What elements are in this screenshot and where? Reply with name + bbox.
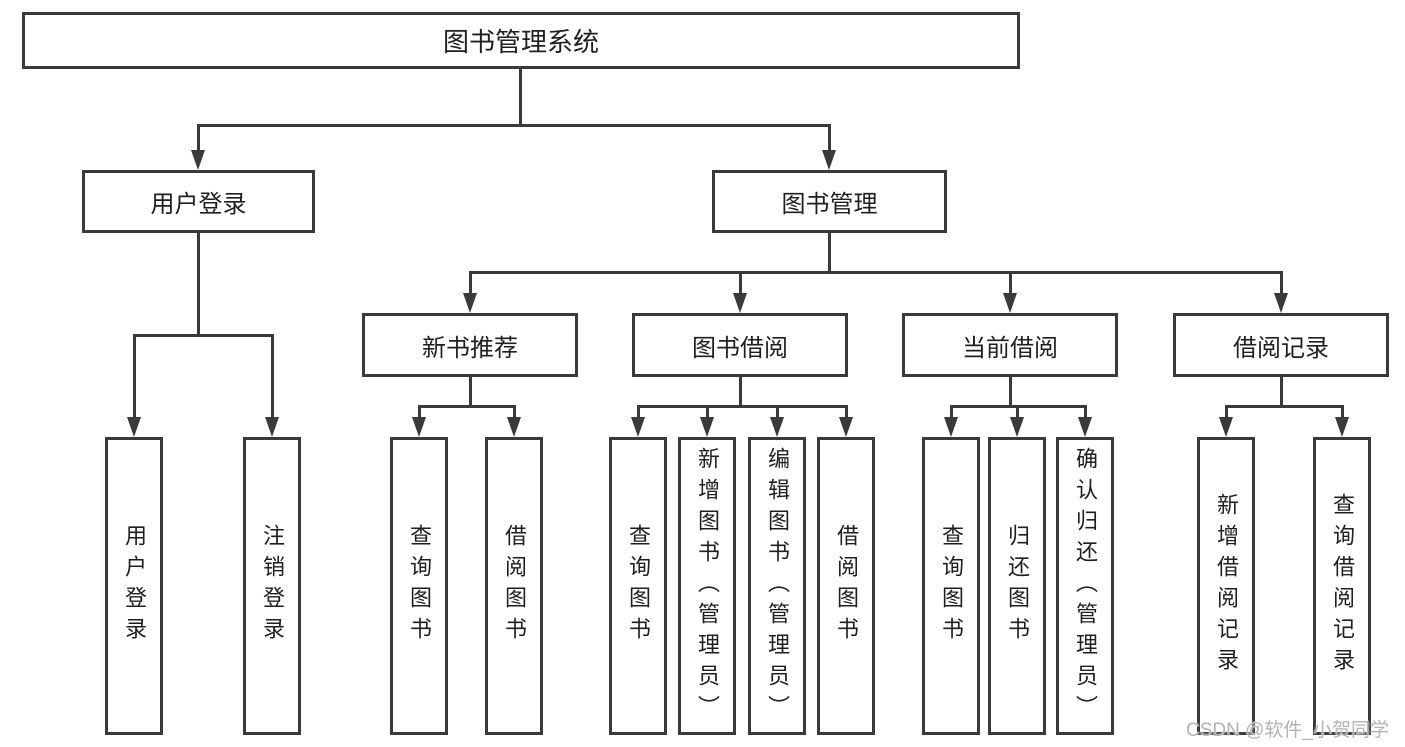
connector-drop-query-books-recommend bbox=[418, 405, 421, 420]
arrowhead-leaf-logout bbox=[265, 417, 279, 437]
leaf-query-books-current: 查询图书 bbox=[922, 437, 980, 735]
leaf-user-login: 用户登录 bbox=[105, 437, 163, 735]
arrowhead-user-login bbox=[191, 150, 205, 170]
connector-user-login-stem bbox=[197, 231, 200, 337]
connector-book-management-stem bbox=[828, 231, 831, 274]
leaf-add-books-admin-label: 新增图书（管理员） bbox=[695, 446, 720, 726]
leaf-borrow-books-recommend-label: 借阅图书 bbox=[502, 524, 527, 648]
connector-drop-leaf-logout bbox=[271, 334, 274, 420]
connector-root-stem bbox=[519, 67, 522, 127]
arrowhead-borrow-records bbox=[1274, 293, 1288, 313]
connector-level3-bar bbox=[469, 271, 1283, 274]
connector-drop-confirm-return bbox=[1084, 405, 1087, 420]
leaf-borrow-books-recommend: 借阅图书 bbox=[485, 437, 543, 735]
arrowhead-query-books-recommend bbox=[412, 417, 426, 437]
node-root-label: 图书管理系统 bbox=[442, 27, 599, 57]
connector-level2-bar bbox=[197, 124, 831, 127]
arrowhead-book-borrow bbox=[733, 293, 747, 313]
arrowhead-query-borrow-record bbox=[1335, 417, 1349, 437]
arrowhead-add-books-admin bbox=[700, 417, 714, 437]
arrowhead-query-books-current bbox=[944, 417, 958, 437]
leaf-query-books-recommend-label: 查询图书 bbox=[407, 524, 432, 648]
leaf-return-books-label: 归还图书 bbox=[1005, 524, 1030, 648]
connector-drop-current-borrow bbox=[1009, 271, 1012, 297]
node-user-login: 用户登录 bbox=[82, 170, 315, 233]
connector-drop-borrow-records bbox=[1280, 271, 1283, 297]
leaf-confirm-return-admin: 确认归还（管理员） bbox=[1056, 437, 1114, 735]
connector-drop-new-book-recommend bbox=[469, 271, 472, 297]
node-book-borrow: 图书借阅 bbox=[632, 313, 848, 377]
arrowhead-book-management bbox=[822, 150, 836, 170]
leaf-query-books-current-label: 查询图书 bbox=[939, 524, 964, 648]
csdn-watermark: CSDN @软件_小贺同学 bbox=[1186, 720, 1389, 741]
connector-book-borrow-stem bbox=[739, 375, 742, 408]
leaf-confirm-return-admin-label: 确认归还（管理员） bbox=[1073, 446, 1098, 726]
arrowhead-leaf-user-login bbox=[127, 417, 141, 437]
leaf-query-books-borrow: 查询图书 bbox=[609, 437, 667, 735]
arrowhead-edit-books-admin bbox=[770, 417, 784, 437]
connector-drop-query-books-current bbox=[950, 405, 953, 420]
leaf-query-borrow-record: 查询借阅记录 bbox=[1313, 437, 1371, 735]
connector-drop-borrow-books-recommend bbox=[513, 405, 516, 420]
leaf-edit-books-admin-label: 编辑图书（管理员） bbox=[765, 446, 790, 726]
connector-drop-add-borrow-record bbox=[1225, 405, 1228, 420]
leaf-add-books-admin: 新增图书（管理员） bbox=[678, 437, 736, 735]
leaf-query-books-recommend: 查询图书 bbox=[390, 437, 448, 735]
connector-drop-book-borrow bbox=[739, 271, 742, 297]
node-root: 图书管理系统 bbox=[22, 12, 1020, 69]
leaf-query-borrow-record-label: 查询借阅记录 bbox=[1330, 493, 1355, 679]
leaf-return-books: 归还图书 bbox=[988, 437, 1046, 735]
leaf-add-borrow-record: 新增借阅记录 bbox=[1197, 437, 1255, 735]
node-book-management: 图书管理 bbox=[712, 170, 947, 233]
node-borrow-records-label: 借阅记录 bbox=[1233, 334, 1329, 362]
leaf-logout-label: 注销登录 bbox=[260, 524, 285, 648]
connector-drop-edit-books-admin bbox=[776, 405, 779, 420]
connector-drop-add-books-admin bbox=[706, 405, 709, 420]
connector-drop-query-books-borrow bbox=[637, 405, 640, 420]
connector-book-borrow-bar bbox=[637, 405, 847, 408]
node-new-book-recommend: 新书推荐 bbox=[362, 313, 578, 377]
leaf-edit-books-admin: 编辑图书（管理员） bbox=[748, 437, 806, 735]
connector-drop-return-books bbox=[1016, 405, 1019, 420]
leaf-user-login-label: 用户登录 bbox=[122, 524, 147, 648]
arrowhead-confirm-return bbox=[1078, 417, 1092, 437]
leaf-query-books-borrow-label: 查询图书 bbox=[626, 524, 651, 648]
leaf-add-borrow-record-label: 新增借阅记录 bbox=[1214, 493, 1239, 679]
connector-borrow-records-bar bbox=[1225, 405, 1343, 408]
connector-drop-borrow-books bbox=[845, 405, 848, 420]
node-current-borrow-label: 当前借阅 bbox=[962, 334, 1058, 362]
node-borrow-records: 借阅记录 bbox=[1173, 313, 1389, 377]
arrowhead-borrow-books bbox=[839, 417, 853, 437]
leaf-borrow-books-label: 借阅图书 bbox=[834, 524, 859, 648]
leaf-logout: 注销登录 bbox=[243, 437, 301, 735]
arrowhead-query-books-borrow bbox=[631, 417, 645, 437]
leaf-borrow-books: 借阅图书 bbox=[817, 437, 875, 735]
arrowhead-new-book-recommend bbox=[463, 293, 477, 313]
connector-new-book-bar bbox=[418, 405, 516, 408]
node-book-borrow-label: 图书借阅 bbox=[692, 334, 788, 362]
node-current-borrow: 当前借阅 bbox=[902, 313, 1118, 377]
node-new-book-recommend-label: 新书推荐 bbox=[422, 334, 518, 362]
arrowhead-current-borrow bbox=[1003, 293, 1017, 313]
node-book-management-label: 图书管理 bbox=[781, 191, 878, 218]
arrowhead-return-books bbox=[1010, 417, 1024, 437]
connector-drop-user-login bbox=[197, 124, 200, 154]
arrowhead-add-borrow-record bbox=[1219, 417, 1233, 437]
connector-user-login-bar bbox=[133, 334, 274, 337]
arrowhead-borrow-books-recommend bbox=[507, 417, 521, 437]
connector-borrow-records-stem bbox=[1280, 375, 1283, 408]
connector-drop-leaf-user-login bbox=[133, 334, 136, 420]
connector-drop-query-borrow-record bbox=[1341, 405, 1344, 420]
connector-new-book-stem bbox=[469, 375, 472, 408]
connector-current-borrow-stem bbox=[1009, 375, 1012, 408]
node-user-login-label: 用户登录 bbox=[150, 191, 247, 218]
connector-drop-book-management bbox=[828, 124, 831, 154]
